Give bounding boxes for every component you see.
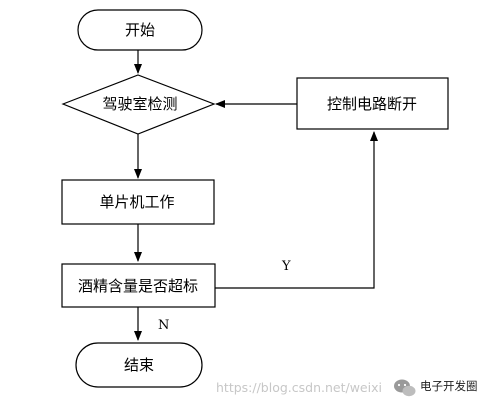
watermark-account-name: 电子开发圈 [420,379,478,393]
watermark-url: https://blog.csdn.net/weixi [216,380,382,395]
circuit-off-process: 控制电路断开 [296,77,449,130]
end-terminator: 结束 [75,342,203,388]
alcohol-check-process: 酒精含量是否超标 [61,263,216,308]
circuit-off-shape [296,77,449,130]
start-terminator: 开始 [77,9,203,51]
cab-detect-shape [61,74,216,135]
start-label: 开始 [125,21,155,39]
alcohol-check-shape [61,263,216,308]
connectors [134,50,378,341]
mcu-work-process: 单片机工作 [61,179,215,225]
no-branch-label: N [158,318,169,333]
circuit-off-label: 控制电路断开 [327,95,417,113]
alcohol-check-label: 酒精含量是否超标 [78,277,198,295]
wechat-icon [394,379,416,397]
end-shape [75,342,203,388]
end-label: 结束 [124,356,154,374]
mcu-work-shape [61,179,215,225]
yes-branch-label: Y [281,259,291,274]
cab-detect-label: 驾驶室检测 [102,95,177,113]
mcu-work-label: 单片机工作 [99,193,174,211]
start-shape [77,9,203,51]
edge-alcohol-check-to-circuit-off [215,131,378,289]
watermark: https://blog.csdn.net/weixi 电子开发圈 [216,379,478,397]
cab-detect-decision: 驾驶室检测 [61,74,216,135]
